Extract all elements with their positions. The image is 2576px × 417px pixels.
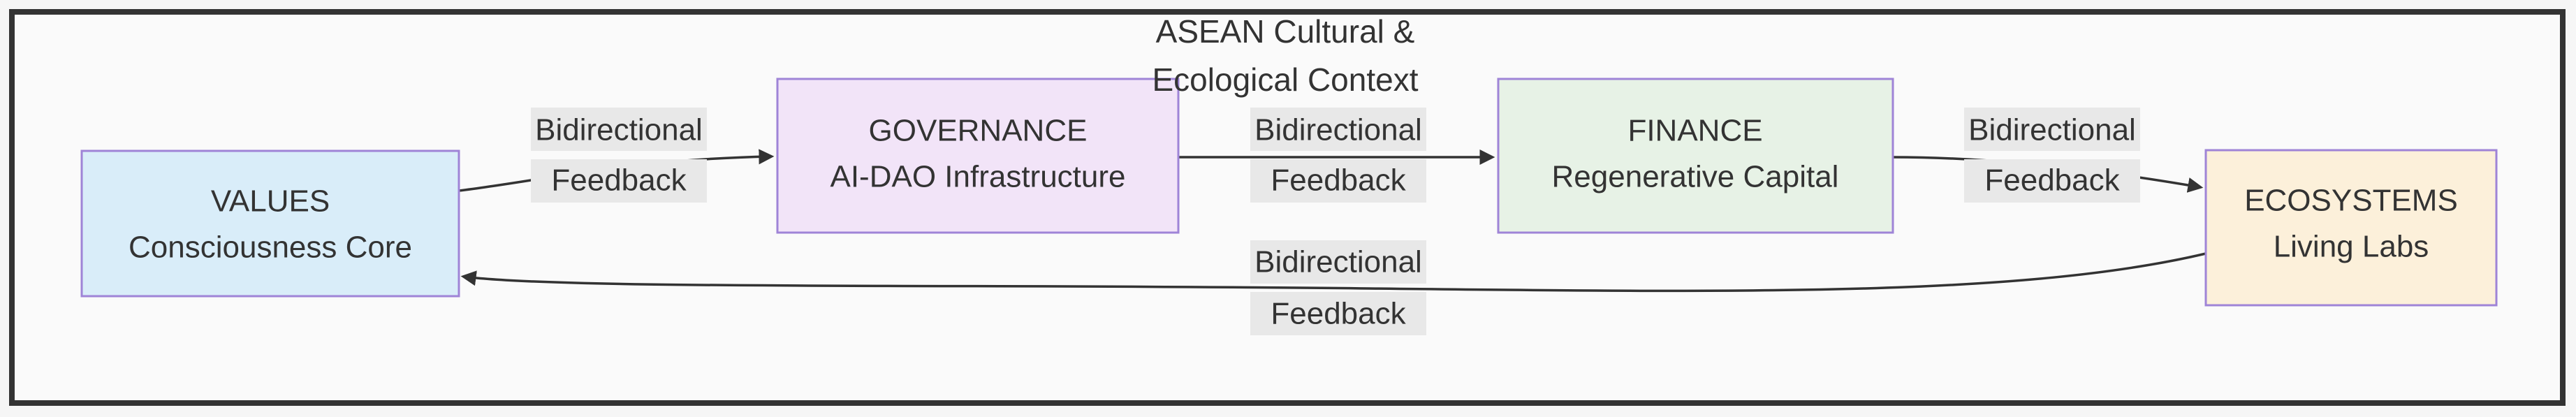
edge-label-bg — [1250, 159, 1426, 203]
diagram-title-line2: Ecological Context — [1152, 61, 1419, 98]
edge-label-line2: Feedback — [551, 163, 687, 198]
node-finance-box — [1497, 78, 1894, 234]
edge-label-line2: Feedback — [1984, 163, 2120, 198]
edge-label-line1: Bidirectional — [1968, 113, 2136, 147]
edge-label-line1: Bidirectional — [535, 113, 703, 147]
edge-label-values-governance: Bidirectional Feedback — [531, 108, 707, 203]
node-ecosystems-title: ECOSYSTEMS — [2244, 184, 2458, 218]
node-ecosystems: ECOSYSTEMS Living Labs — [2204, 149, 2498, 307]
edge-label-bg — [1964, 159, 2140, 203]
edge-label-ecosystems-values: Bidirectional Feedback — [1250, 240, 1426, 335]
edge-label-bg — [1964, 108, 2140, 151]
diagram-title: ASEAN Cultural & Ecological Context — [1152, 13, 1419, 98]
edge-label-finance-ecosystems: Bidirectional Feedback — [1964, 108, 2140, 203]
node-values-subtitle: Consciousness Core — [129, 231, 412, 265]
node-finance: FINANCE Regenerative Capital — [1497, 78, 1894, 234]
node-governance-box — [776, 78, 1180, 234]
node-values-box — [80, 149, 460, 298]
edge-label-bg — [531, 159, 707, 203]
edge-label-bg — [1250, 292, 1426, 335]
node-finance-title: FINANCE — [1627, 114, 1762, 148]
node-governance-subtitle: AI-DAO Infrastructure — [830, 160, 1125, 194]
edge-label-bg — [1250, 240, 1426, 284]
edge-label-line1: Bidirectional — [1254, 245, 1422, 279]
node-finance-subtitle: Regenerative Capital — [1552, 160, 1839, 194]
edge-label-line1: Bidirectional — [1254, 113, 1422, 147]
node-governance-title: GOVERNANCE — [869, 114, 1088, 148]
edge-label-bg — [1250, 108, 1426, 151]
node-ecosystems-subtitle: Living Labs — [2274, 230, 2429, 264]
node-values: VALUES Consciousness Core — [80, 149, 460, 298]
edge-label-line2: Feedback — [1271, 297, 1406, 331]
node-values-title: VALUES — [211, 184, 330, 219]
node-ecosystems-box — [2204, 149, 2498, 307]
diagram-title-line1: ASEAN Cultural & — [1156, 13, 1415, 50]
edge-ecosystems-to-values — [460, 252, 2207, 293]
edge-label-line2: Feedback — [1271, 163, 1406, 198]
edge-label-governance-finance: Bidirectional Feedback — [1250, 108, 1426, 203]
edge-label-bg — [531, 108, 707, 151]
node-governance: GOVERNANCE AI-DAO Infrastructure — [776, 78, 1180, 234]
